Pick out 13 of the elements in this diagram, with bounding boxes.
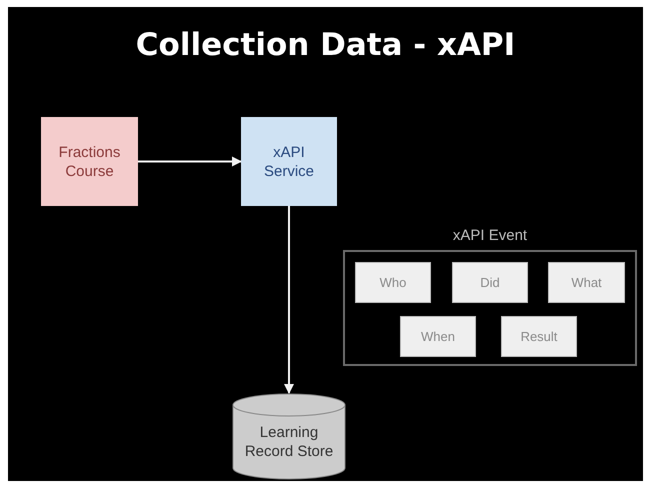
database-cylinder: [232, 393, 346, 480]
title: Collection Data - xAPI: [134, 26, 516, 65]
arrow: [284, 206, 294, 394]
field-box: When: [400, 316, 476, 357]
process-box: xAPI Service: [241, 117, 337, 206]
group-heading: xAPI Event: [452, 226, 528, 246]
arrow: [138, 156, 242, 166]
process-box: Fractions Course: [41, 117, 138, 206]
field-box: Result: [501, 316, 577, 357]
node-label: Learning Record Store: [244, 422, 334, 460]
field-box: Who: [355, 262, 431, 303]
field-box: Did: [452, 262, 528, 303]
field-box: What: [548, 262, 625, 303]
